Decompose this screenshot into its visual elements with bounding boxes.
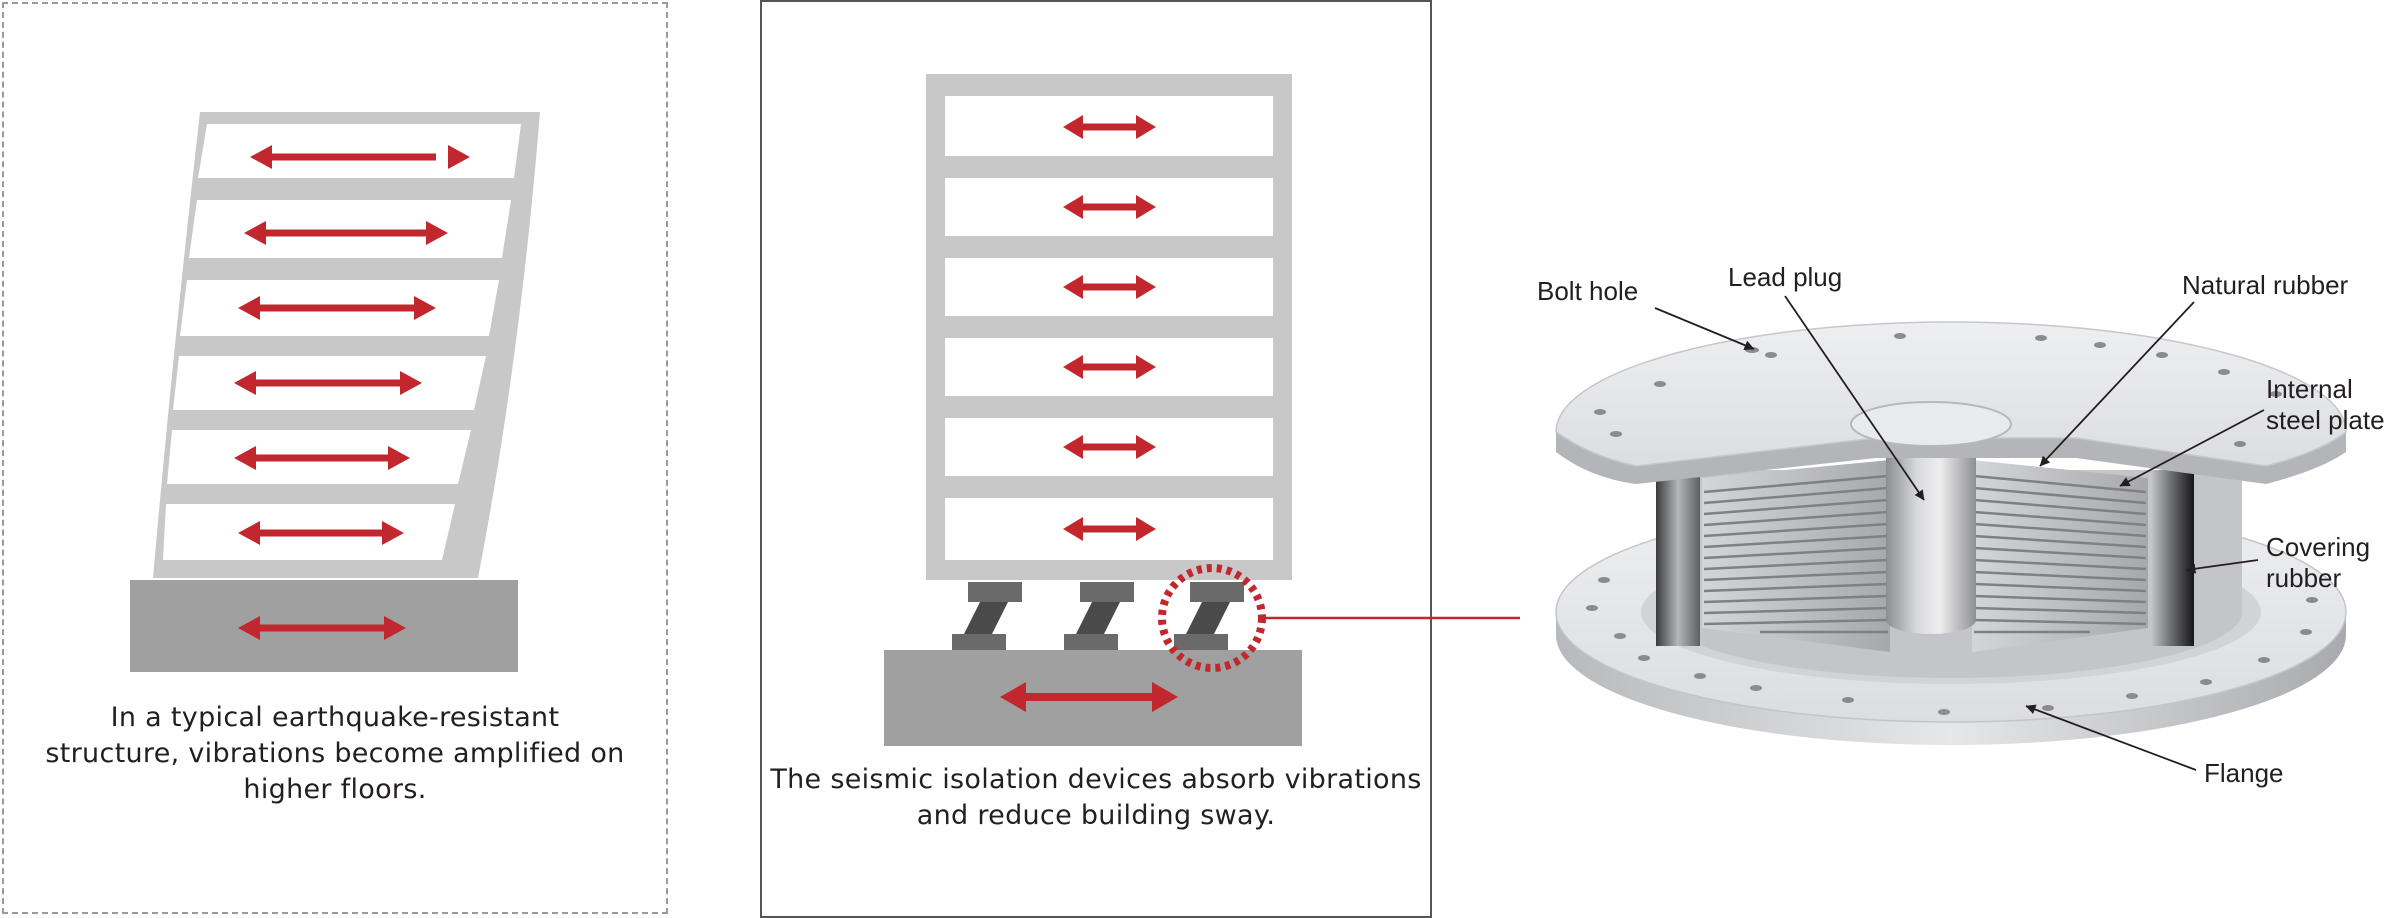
label-natural-rubber: Natural rubber: [2182, 270, 2349, 300]
arrow-floor-5: [1063, 195, 1156, 219]
bolt-hole: [2270, 391, 2282, 397]
bolt-hole: [2234, 441, 2246, 447]
arrow-floor-2: [234, 446, 410, 470]
bolt-hole: [2042, 705, 2054, 711]
bolt-hole: [1610, 431, 1622, 437]
typical-building: [130, 112, 540, 672]
bolt-hole: [2300, 629, 2312, 635]
label-internal-steel-plate: Internal steel plate: [2266, 374, 2385, 435]
arrow-floor-1: [1063, 517, 1156, 541]
arrow-floor-6: [250, 145, 470, 169]
bolt-hole: [1598, 577, 1610, 583]
top-flange-surface: [1555, 321, 2347, 467]
bolt-holes-bottom: [1586, 577, 2318, 715]
lead-plug-top: [1850, 401, 2012, 447]
arrow-ground: [1000, 682, 1178, 712]
isolated-structure-caption: The seismic isolation devices absorb vib…: [770, 764, 1422, 831]
isolator-2: [1064, 582, 1134, 650]
bolt-hole: [1765, 352, 1777, 358]
arrow-floor-3: [1063, 355, 1156, 379]
label-flange: Flange: [2204, 758, 2284, 788]
bolt-hole: [1638, 655, 1650, 661]
leader-lines: [1654, 295, 2265, 771]
laminate-left: [1702, 460, 1890, 652]
arrow-floor-4: [1063, 275, 1156, 299]
label-bolt-hole: Bolt hole: [1537, 276, 1639, 306]
bolt-hole: [1654, 381, 1666, 387]
bolt-hole: [2094, 342, 2106, 348]
bolt-hole: [1938, 709, 1950, 715]
bolt-hole: [1586, 605, 1598, 611]
building-frame: [926, 74, 1292, 580]
arrow-foundation: [238, 616, 406, 640]
laminate-right: [1972, 460, 2148, 652]
arrow-floor-2: [1063, 435, 1156, 459]
isolation-devices: [952, 582, 1244, 650]
bolt-hole: [1614, 633, 1626, 639]
isolator-3: [1174, 582, 1244, 650]
bolt-holes-top: [1594, 333, 2282, 447]
bolt-hole: [2035, 335, 2047, 341]
bolt-hole: [1694, 673, 1706, 679]
bolt-hole: [2126, 693, 2138, 699]
isolated-building: [884, 74, 1302, 746]
arrow-floor-4: [238, 296, 436, 320]
lead-rubber-bearing: [1555, 295, 2347, 771]
leader-internal-steel-plate: [2119, 409, 2265, 487]
isolated-structure-panel: [760, 0, 1432, 918]
leader-natural-rubber: [2039, 301, 2195, 467]
steel-plate-lines-left: [1703, 474, 1889, 634]
covering-rubber-left: [1656, 470, 1700, 646]
bolt-hole: [1594, 409, 1606, 415]
typical-structure-panel: [2, 2, 668, 914]
floor-6: [198, 124, 521, 178]
bolt-hole: [2218, 369, 2230, 375]
label-lead-plug: Lead plug: [1728, 262, 1843, 292]
isolated-vibration-arrows: [1000, 115, 1178, 712]
leader-bolt-hole: [1654, 307, 1755, 350]
covering-rubber-right: [2150, 470, 2194, 646]
steel-plate-lines-right: [1973, 474, 2147, 634]
bolt-hole: [1750, 685, 1762, 691]
bolt-hole: [1842, 697, 1854, 703]
arrow-floor-1: [238, 521, 404, 545]
bolt-hole: [2200, 679, 2212, 685]
bolt-hole: [1894, 333, 1906, 339]
leader-lead-plug: [1784, 295, 1925, 501]
isolator-1: [952, 582, 1022, 650]
leader-covering-rubber: [2185, 559, 2259, 574]
typical-structure-caption: In a typical earthquake-resistant struct…: [45, 702, 625, 805]
arrow-floor-6: [1063, 115, 1156, 139]
typical-vibration-arrows: [234, 145, 470, 640]
arrow-floor-5: [244, 221, 448, 245]
bolt-hole: [2306, 597, 2318, 603]
floor-5: [189, 200, 511, 258]
bolt-hole: [2258, 657, 2270, 663]
leader-flange: [2025, 704, 2197, 771]
label-covering-rubber: Covering rubber: [2266, 532, 2371, 593]
arrow-floor-3: [234, 371, 422, 395]
lead-plug-body: [1886, 440, 1976, 634]
bolt-hole: [2156, 352, 2168, 358]
